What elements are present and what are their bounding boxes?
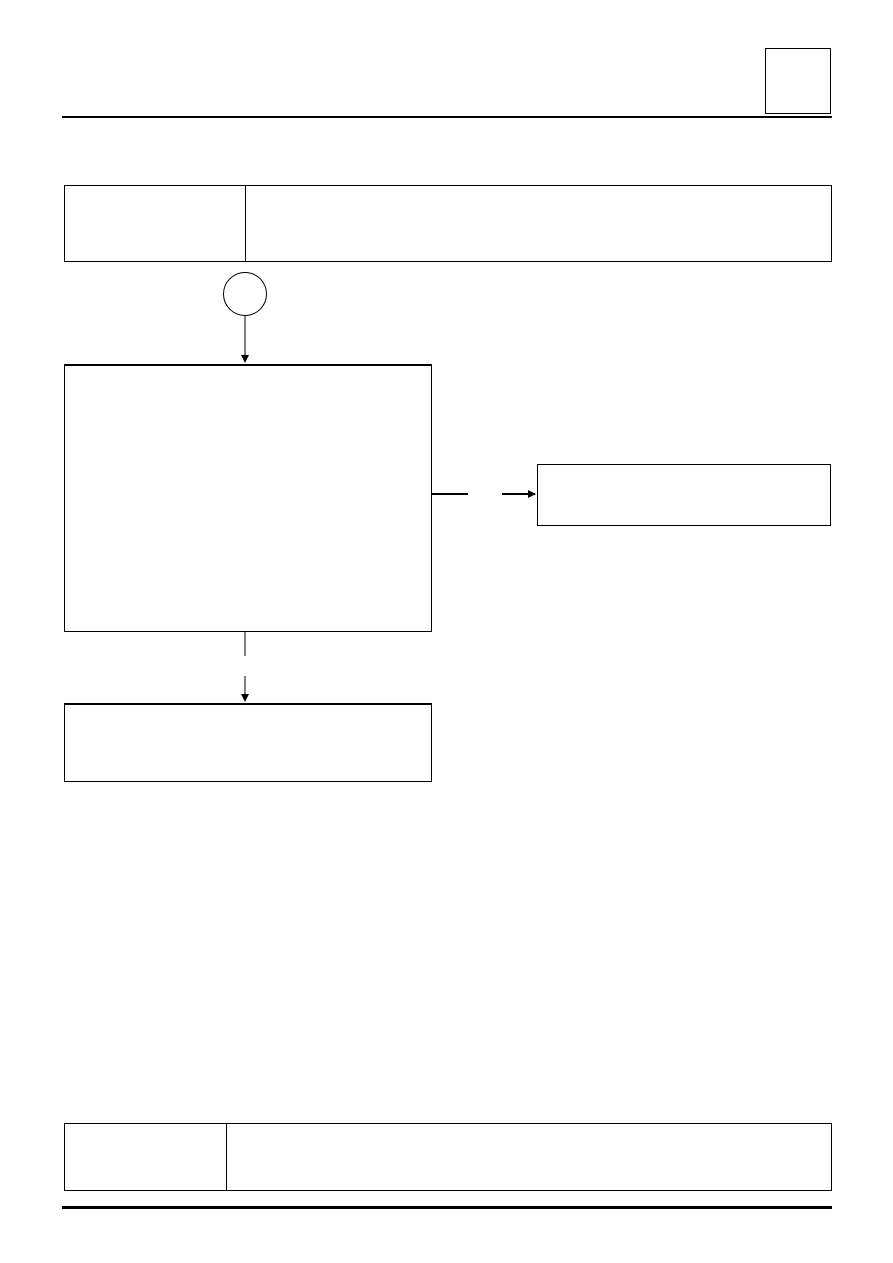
footer-note-left-cell [65,1124,227,1190]
flowchart-step-1-box [64,364,432,632]
footer-rule [62,1206,832,1209]
header-rule [62,116,832,118]
procedure-header-table [64,185,832,262]
flowchart-step-2-box [64,703,432,782]
procedure-header-left-cell [65,186,246,261]
flowchart-side-result-box [537,464,831,526]
footer-note-table [64,1123,832,1191]
procedure-header-right-cell [246,186,831,261]
start-marker-circle [223,272,267,316]
chapter-tab [765,48,831,114]
footer-note-right-cell [227,1124,831,1190]
